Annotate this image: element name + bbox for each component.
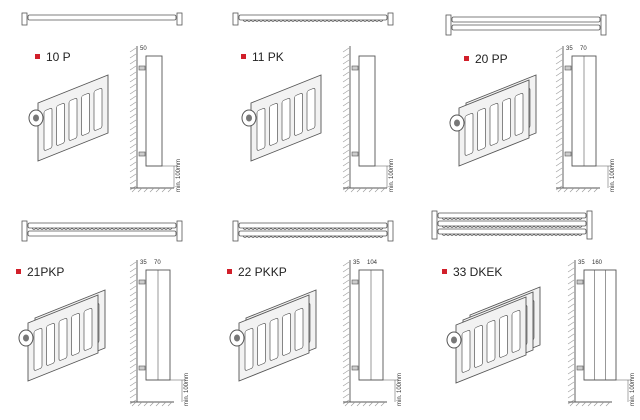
depth-dimension-label: 70 [580,46,587,52]
panel-section-line [238,14,388,21]
panel-section-line [238,222,388,229]
min-clearance-label: min. 100mm [389,159,395,192]
panel-section-line [27,230,177,237]
variant-label: 33 DKEK [442,265,502,279]
variant-label: 22 PKKP [227,265,287,279]
radiator-isometric-drawing [28,74,109,162]
min-clearance-label: min. 100mm [630,373,636,406]
depth-dimension-label: 35 [353,260,360,266]
bullet-icon [227,269,232,275]
bullet-icon [442,269,447,275]
min-clearance-label: min. 100mm [176,159,182,192]
top-section-view [431,210,593,240]
depth-dimension-label: 35 [566,46,573,52]
variant-label: 11 PK [241,50,284,64]
bullet-icon [464,56,469,62]
min-clearance-label: min. 100mm [184,373,190,406]
radiator-isometric-drawing [229,289,317,382]
panel-section-line [437,228,587,235]
panel-section-line [451,24,601,31]
radiator-profile [583,269,617,381]
depth-dimension-label: 50 [140,46,147,52]
variant-label: 21PKP [16,265,64,279]
radiator-profile [358,55,376,167]
variant-20pp: min. 100mm 35 70 20 PP [426,0,639,210]
panel-section-line [27,222,177,229]
panel-section-line [238,230,388,237]
depth-dimension-label: 70 [154,260,161,266]
variant-11pk: min. 100mm 11 PK [213,0,426,210]
variant-22pkkp: min. 100mm 35 104 22 PKKP [213,210,426,420]
depth-dimension-label: 35 [140,260,147,266]
wall-mount-side-view: min. 100mm 35 160 [567,260,636,407]
bullet-icon [241,54,246,60]
top-section-view [21,220,183,242]
radiator-isometric-drawing [241,74,322,162]
min-clearance-label: min. 100mm [610,159,616,192]
variant-label: 10 P [35,50,71,64]
top-section-view [445,14,607,36]
variant-21pkp: min. 100mm 35 70 21PKP [0,210,213,420]
variant-33dkek: min. 100mm 35 160 33 DKEK [426,210,639,420]
top-section-view [21,12,183,26]
panel-section-line [27,14,177,21]
wall-mount-side-view: min. 100mm 35 70 [129,260,190,407]
depth-dimension-label: 104 [367,260,378,266]
bullet-icon [16,269,21,275]
radiator-isometric-drawing [18,289,106,382]
min-clearance-label: min. 100mm [397,373,403,406]
variant-10p: min. 100mm 50 10 P [0,0,213,210]
wall-mount-side-view: min. 100mm 35 70 [555,46,616,193]
radiator-isometric-drawing [446,286,541,384]
depth-dimension-label: 35 [578,260,585,266]
wall-mount-side-view: min. 100mm [342,46,395,193]
wall-mount-side-view: min. 100mm 35 104 [342,260,403,407]
radiator-isometric-drawing [449,74,537,167]
top-section-view [232,12,394,26]
panel-section-line [437,212,587,219]
top-section-view [232,220,394,242]
panel-section-line [437,220,587,227]
bullet-icon [35,54,40,60]
variant-label: 20 PP [464,52,508,66]
wall-mount-side-view: min. 100mm 50 [129,46,182,193]
radiator-profile [145,55,163,167]
depth-dimension-label: 160 [592,260,603,266]
panel-section-line [451,16,601,23]
